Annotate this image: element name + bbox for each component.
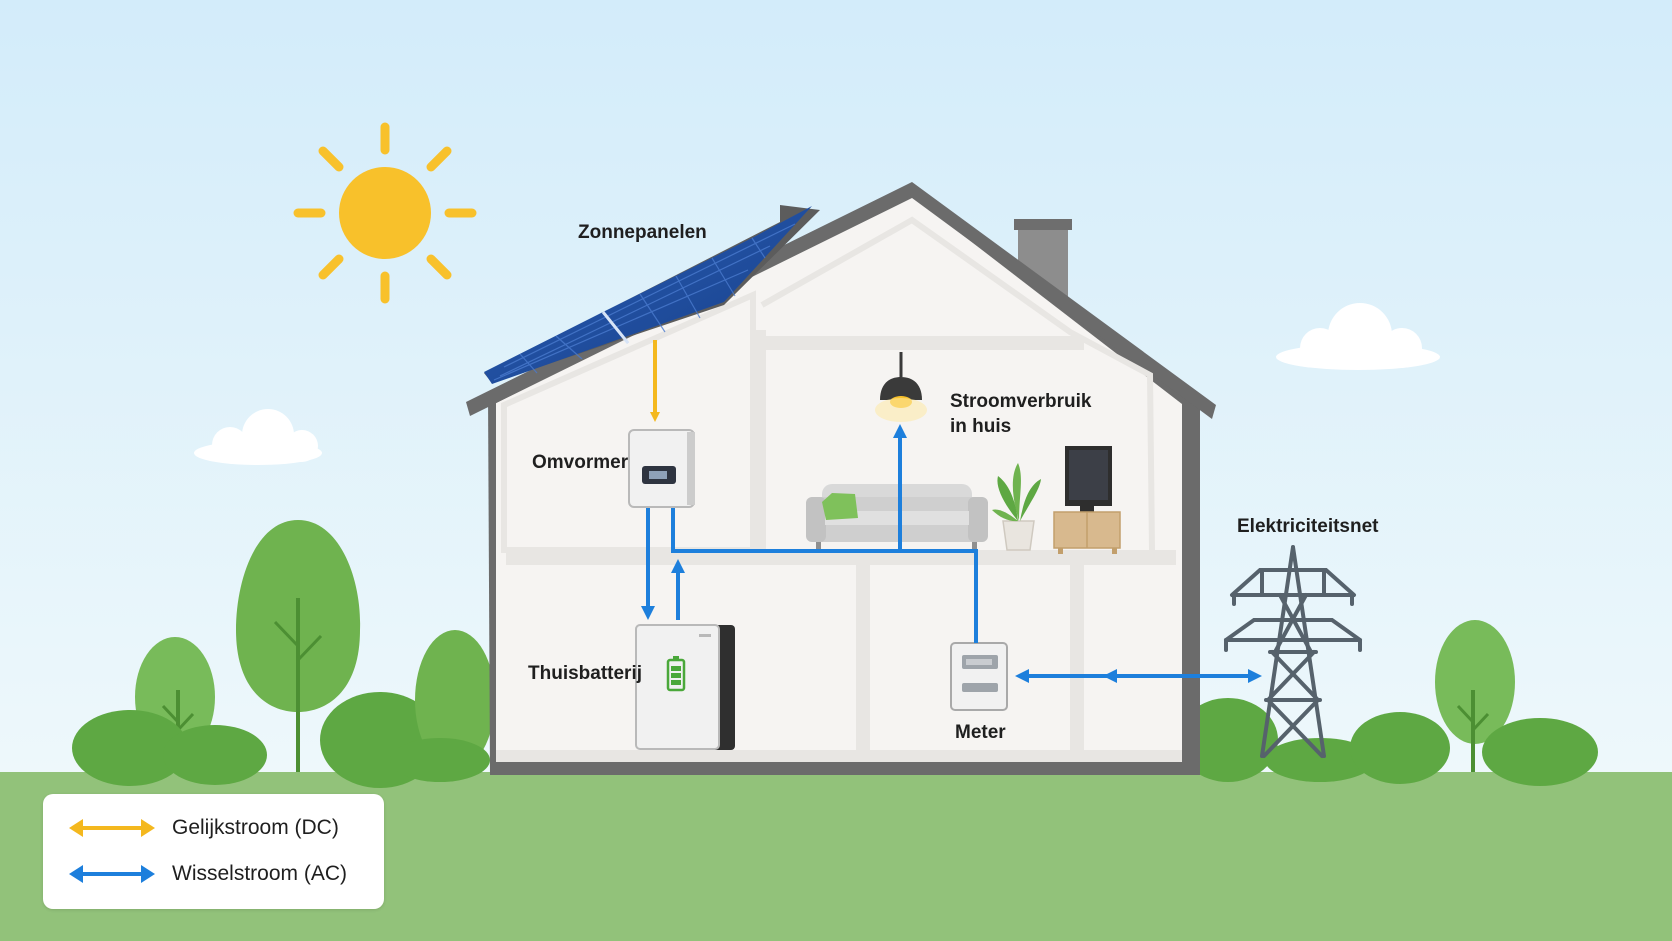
legend-item-dc: Gelijkstroom (DC) <box>67 813 339 843</box>
grid-label: Elektriciteitsnet <box>1237 516 1379 537</box>
plant-icon <box>992 463 1041 551</box>
sofa-icon <box>806 484 988 550</box>
battery-icon <box>635 624 735 750</box>
ac-arrow-icon <box>69 865 155 883</box>
legend-dc-label: Gelijkstroom (DC) <box>172 816 339 839</box>
tv-icon <box>1053 446 1121 554</box>
solar-panels-label: Zonnepanelen <box>578 222 707 243</box>
ac-flow <box>641 424 1262 683</box>
legend-ac-label: Wisselstroom (AC) <box>172 862 348 885</box>
meter-icon <box>950 642 1008 711</box>
legend: Gelijkstroom (DC) Wisselstroom (AC) <box>43 794 384 909</box>
pylon-icon <box>1224 545 1362 758</box>
solar-panel-icon <box>484 205 820 384</box>
consumption-label-line1: Stroomverbruik <box>950 391 1092 412</box>
tree-icon <box>1435 620 1515 772</box>
consumption-label-line2: in huis <box>950 416 1011 437</box>
sun-icon <box>293 122 477 304</box>
meter-label: Meter <box>955 722 1006 743</box>
tree-icon <box>236 520 361 772</box>
inverter-icon <box>628 429 695 508</box>
bushes-left <box>72 630 495 788</box>
cloud-icon <box>1276 303 1440 370</box>
bushes-right <box>1178 698 1598 786</box>
inverter-label: Omvormer <box>532 452 629 473</box>
cloud-icon <box>194 409 322 465</box>
dc-arrow-icon <box>69 819 155 837</box>
lamp-icon <box>875 352 927 422</box>
legend-item-ac: Wisselstroom (AC) <box>67 859 347 889</box>
battery-label: Thuisbatterij <box>528 663 642 684</box>
